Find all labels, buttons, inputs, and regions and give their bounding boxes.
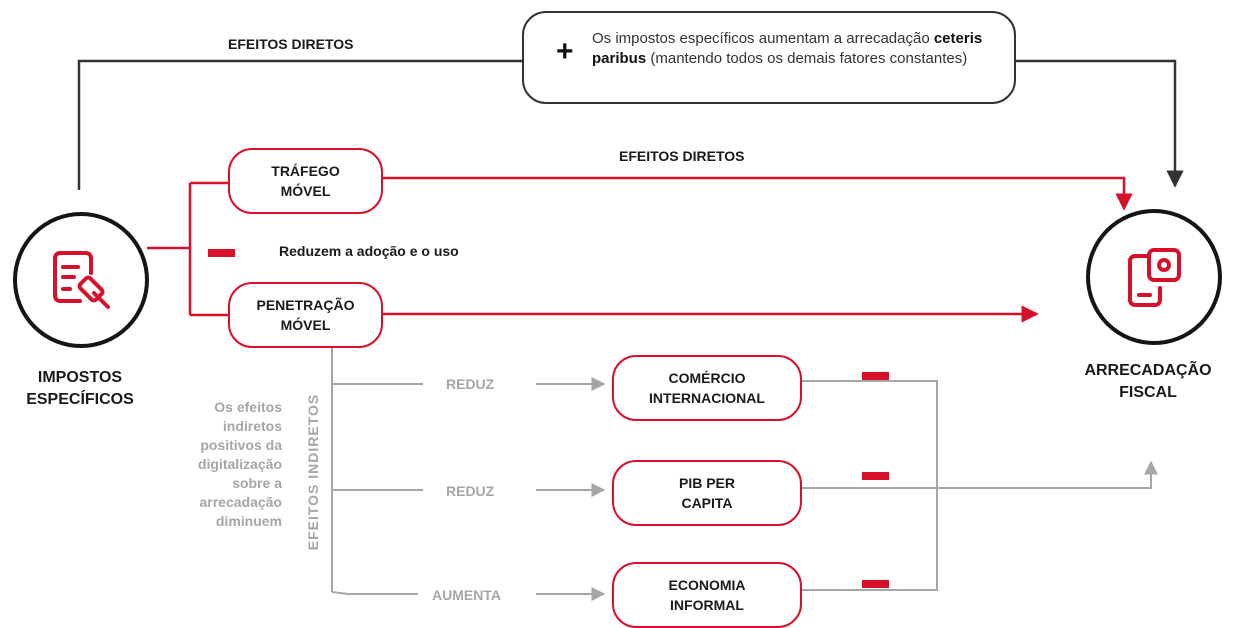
- pib-to-target-line: [800, 460, 1158, 489]
- trafego-to-target-line: [380, 176, 1133, 211]
- reduce-adoption-label: Reduzem a adoção e o uso: [279, 243, 459, 259]
- tax-document-gavel-icon: [53, 251, 110, 309]
- node-economia-informal-label: ECONOMIA INFORMAL: [668, 577, 746, 613]
- node-pib-per-capita-label: PIB PER CAPITA: [678, 475, 735, 511]
- minus-sign-economia: [862, 580, 889, 588]
- plus-sign: +: [556, 35, 574, 68]
- ceteris-paribus-callout: + Os impostos específicos aumentam a arr…: [522, 11, 1016, 104]
- direct-effect-line-top: [77, 59, 522, 190]
- callout-text: Os impostos específicos aumentam a arrec…: [592, 30, 983, 67]
- node-trafego-movel-label: TRÁFEGO MÓVEL: [271, 163, 340, 199]
- direct-effects-label-top: EFEITOS DIRETOS: [228, 36, 354, 52]
- aumenta-label: AUMENTA: [432, 587, 501, 603]
- comercio-out-line: [800, 380, 938, 488]
- minus-sign-comercio: [862, 372, 889, 380]
- node-pib-per-capita: PIB PER CAPITA: [612, 460, 802, 526]
- reduz-label-1: REDUZ: [446, 376, 495, 392]
- node-penetracao-movel: PENETRAÇÃO MÓVEL: [228, 282, 383, 348]
- target-node-label: ARRECADAÇÃO FISCAL: [1084, 362, 1212, 401]
- minus-sign-pib: [862, 472, 889, 480]
- direct-effect-line-top-right: [1016, 59, 1184, 188]
- direct-effects-label-middle: EFEITOS DIRETOS: [619, 148, 745, 164]
- source-node-circle: [13, 212, 149, 348]
- node-comercio-internacional-label: COMÉRCIO INTERNACIONAL: [649, 370, 765, 406]
- node-economia-informal: ECONOMIA INFORMAL: [612, 562, 802, 628]
- source-node-label: IMPOSTOS ESPECÍFICOS: [26, 369, 134, 408]
- target-node-circle: [1086, 209, 1222, 345]
- indirect-line-economia-a: [331, 591, 418, 595]
- node-trafego-movel: TRÁFEGO MÓVEL: [228, 148, 383, 214]
- node-comercio-internacional: COMÉRCIO INTERNACIONAL: [612, 355, 802, 421]
- mobile-phone-payment-icon: [1128, 248, 1181, 307]
- minus-sign-reduce: [208, 249, 235, 257]
- reduz-label-2: REDUZ: [446, 483, 495, 499]
- indirect-effects-note: Os efeitos indiretos positivos da digita…: [197, 399, 282, 529]
- economia-out-line: [800, 488, 938, 591]
- node-penetracao-movel-label: PENETRAÇÃO MÓVEL: [256, 297, 355, 333]
